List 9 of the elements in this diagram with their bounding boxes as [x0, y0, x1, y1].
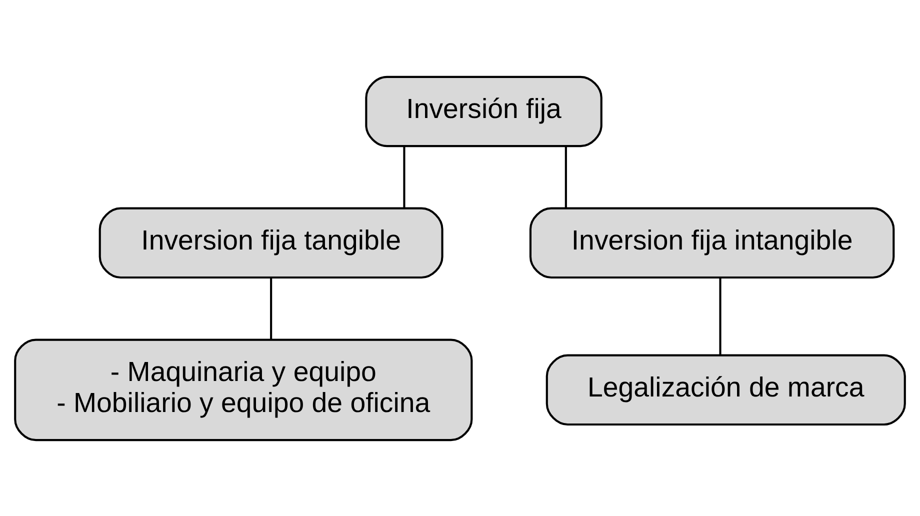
connector	[564, 146, 567, 208]
node-box: Inversion fija tangible	[98, 206, 444, 278]
connector	[403, 146, 406, 208]
node-box: Legalización de marca	[546, 354, 906, 426]
connector	[270, 277, 272, 340]
connector	[719, 277, 722, 354]
node-box: Inversión fija	[365, 75, 602, 147]
node-box: Inversion fija intangible	[529, 206, 895, 278]
node-box: - Maquinaria y equipo - Mobiliario y equipo de oficina	[14, 338, 473, 441]
